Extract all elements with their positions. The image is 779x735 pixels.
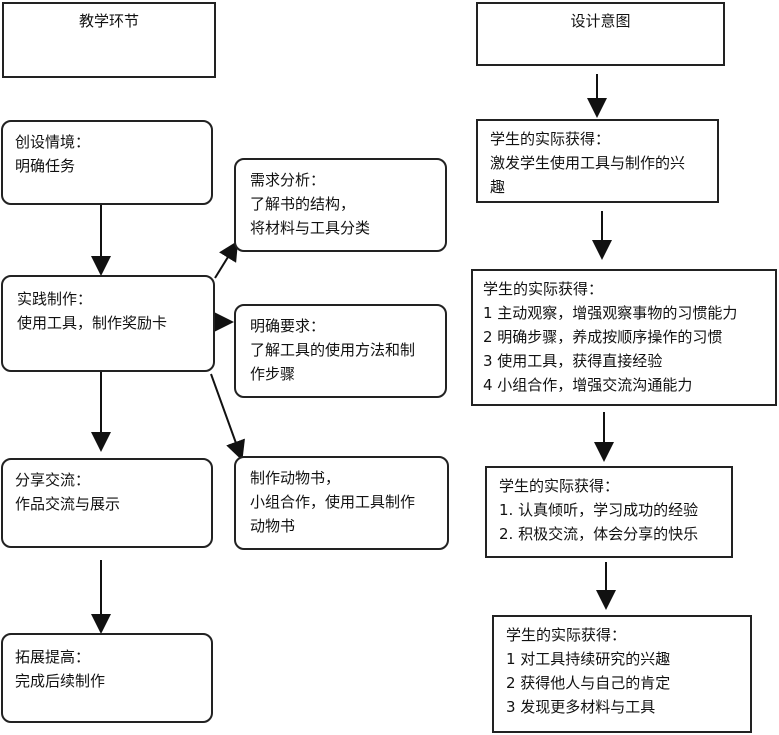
- step-text-line: 分享交流：: [15, 471, 91, 489]
- box-outcome-3: 学生的实际获得： 1. 认真倾听，学习成功的经验 2. 积极交流，体会分享的快乐: [485, 466, 733, 558]
- arrow-to-animal-book: [210, 373, 245, 461]
- box-text-line: 动物书: [250, 517, 296, 535]
- box-text-line: 3 发现更多材料与工具: [506, 698, 656, 716]
- box-text-line: 学生的实际获得：: [483, 280, 604, 298]
- box-text-line: 明确要求：: [250, 317, 326, 335]
- box-text-line: 2. 积极交流，体会分享的快乐: [499, 525, 699, 543]
- step-text-line: 明确任务: [15, 157, 76, 175]
- step-extend-improve: 拓展提高： 完成后续制作: [1, 633, 213, 723]
- step-text-line: 使用工具，制作奖励卡: [17, 314, 168, 332]
- box-needs-analysis: 需求分析： 了解书的结构， 将材料与工具分类: [234, 158, 447, 252]
- arrow-to-needs: [214, 240, 239, 279]
- box-outcome-4: 学生的实际获得： 1 对工具持续研究的兴趣 2 获得他人与自己的肯定 3 发现更…: [492, 615, 752, 733]
- step-text-line: 完成后续制作: [15, 672, 106, 690]
- step-text-line: 拓展提高：: [15, 648, 91, 666]
- header-design-intent: 设计意图: [476, 2, 725, 66]
- box-text-line: 3 使用工具，获得直接经验: [483, 352, 663, 370]
- box-text-line: 学生的实际获得：: [490, 130, 611, 148]
- step-text-line: 创设情境：: [15, 133, 91, 151]
- step-share-exchange: 分享交流： 作品交流与展示: [1, 458, 213, 548]
- box-text-line: 需求分析：: [250, 171, 326, 189]
- box-text-line: 学生的实际获得：: [499, 477, 620, 495]
- box-outcome-1: 学生的实际获得： 激发学生使用工具与制作的兴 趣: [476, 119, 719, 203]
- box-text-line: 激发学生使用工具与制作的兴: [490, 154, 686, 172]
- box-clear-requirements: 明确要求： 了解工具的使用方法和制 作步骤: [234, 304, 447, 398]
- box-text-line: 制作动物书，: [250, 469, 341, 487]
- header-design-intent-label: 设计意图: [570, 12, 631, 30]
- box-text-line: 作步骤: [250, 365, 296, 383]
- box-text-line: 了解工具的使用方法和制: [250, 341, 416, 359]
- box-text-line: 4 小组合作，增强交流沟通能力: [483, 376, 693, 394]
- box-text-line: 2 获得他人与自己的肯定: [506, 674, 671, 692]
- step-text-line: 实践制作：: [17, 290, 93, 308]
- box-text-line: 2 明确步骤，养成按顺序操作的习惯: [483, 328, 723, 346]
- header-teaching-steps: 教学环节: [2, 2, 216, 78]
- box-text-line: 将材料与工具分类: [250, 219, 371, 237]
- box-text-line: 学生的实际获得：: [506, 626, 627, 644]
- box-text-line: 小组合作，使用工具制作: [250, 493, 416, 511]
- step-text-line: 作品交流与展示: [15, 495, 121, 513]
- box-text-line: 1 主动观察，增强观察事物的习惯能力: [483, 304, 738, 322]
- box-make-animal-book: 制作动物书， 小组合作，使用工具制作 动物书: [234, 456, 449, 550]
- step-practice-making: 实践制作： 使用工具，制作奖励卡: [1, 275, 215, 372]
- box-text-line: 1 对工具持续研究的兴趣: [506, 650, 671, 668]
- step-create-situation: 创设情境： 明确任务: [1, 120, 213, 205]
- box-outcome-2: 学生的实际获得： 1 主动观察，增强观察事物的习惯能力 2 明确步骤，养成按顺序…: [471, 269, 777, 406]
- box-text-line: 1. 认真倾听，学习成功的经验: [499, 501, 699, 519]
- box-text-line: 了解书的结构，: [250, 195, 356, 213]
- header-teaching-steps-label: 教学环节: [78, 12, 139, 30]
- box-text-line: 趣: [490, 178, 506, 196]
